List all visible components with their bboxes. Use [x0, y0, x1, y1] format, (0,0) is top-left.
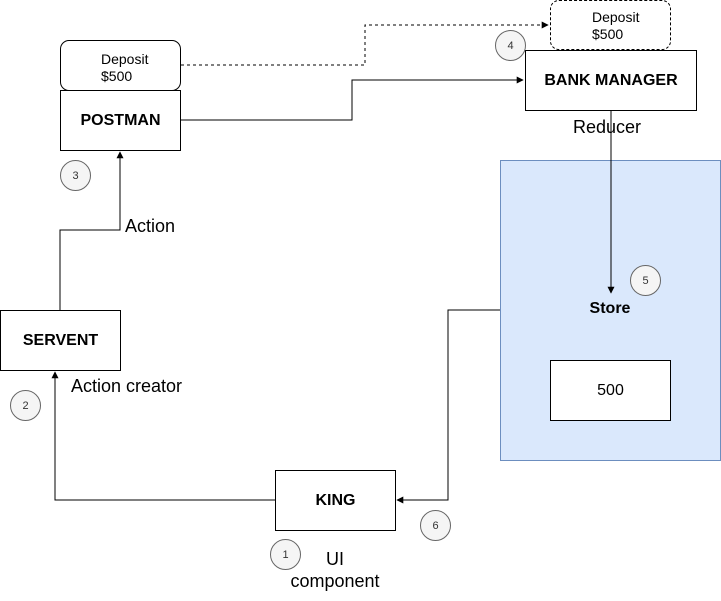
ui-component-label: UI component [280, 548, 390, 592]
step-badge-2: 2 [10, 390, 41, 421]
store-value-box: 500 [550, 360, 671, 421]
ui-component-line-1: UI [326, 549, 344, 569]
action-creator-label: Action creator [71, 376, 183, 396]
edge-king-to-servent [51, 371, 275, 501]
reducer-label: Reducer [573, 117, 642, 137]
postman-note-line-2: $500 [101, 68, 133, 84]
step-badge-1: 1 [270, 539, 301, 570]
bank-note-line-1: Deposit [592, 9, 640, 25]
action-label: Action [125, 216, 176, 236]
edge-store-to-king [396, 309, 500, 504]
postman-note-line-1: Deposit [101, 51, 149, 67]
step-badge-3: 3 [60, 160, 91, 191]
edge-servent-to-postman [59, 151, 124, 310]
bank-deposit-note: Deposit $500 [550, 0, 671, 50]
ui-component-line-2: component [290, 571, 380, 591]
edge-postman-to-bank-manager [181, 76, 524, 121]
step-badge-6: 6 [420, 510, 451, 541]
bank-note-line-2: $500 [592, 26, 624, 42]
edge-deposit-note-dashed [181, 21, 549, 66]
servent-node: SERVENT [0, 310, 121, 371]
store-title: Store [589, 300, 631, 317]
bank-manager-node: BANK MANAGER [525, 50, 697, 111]
step-badge-4: 4 [495, 30, 526, 61]
step-badge-5: 5 [630, 265, 661, 296]
king-node: KING [275, 470, 396, 531]
postman-node: POSTMAN [60, 90, 181, 151]
postman-deposit-note: Deposit $500 [60, 40, 181, 91]
